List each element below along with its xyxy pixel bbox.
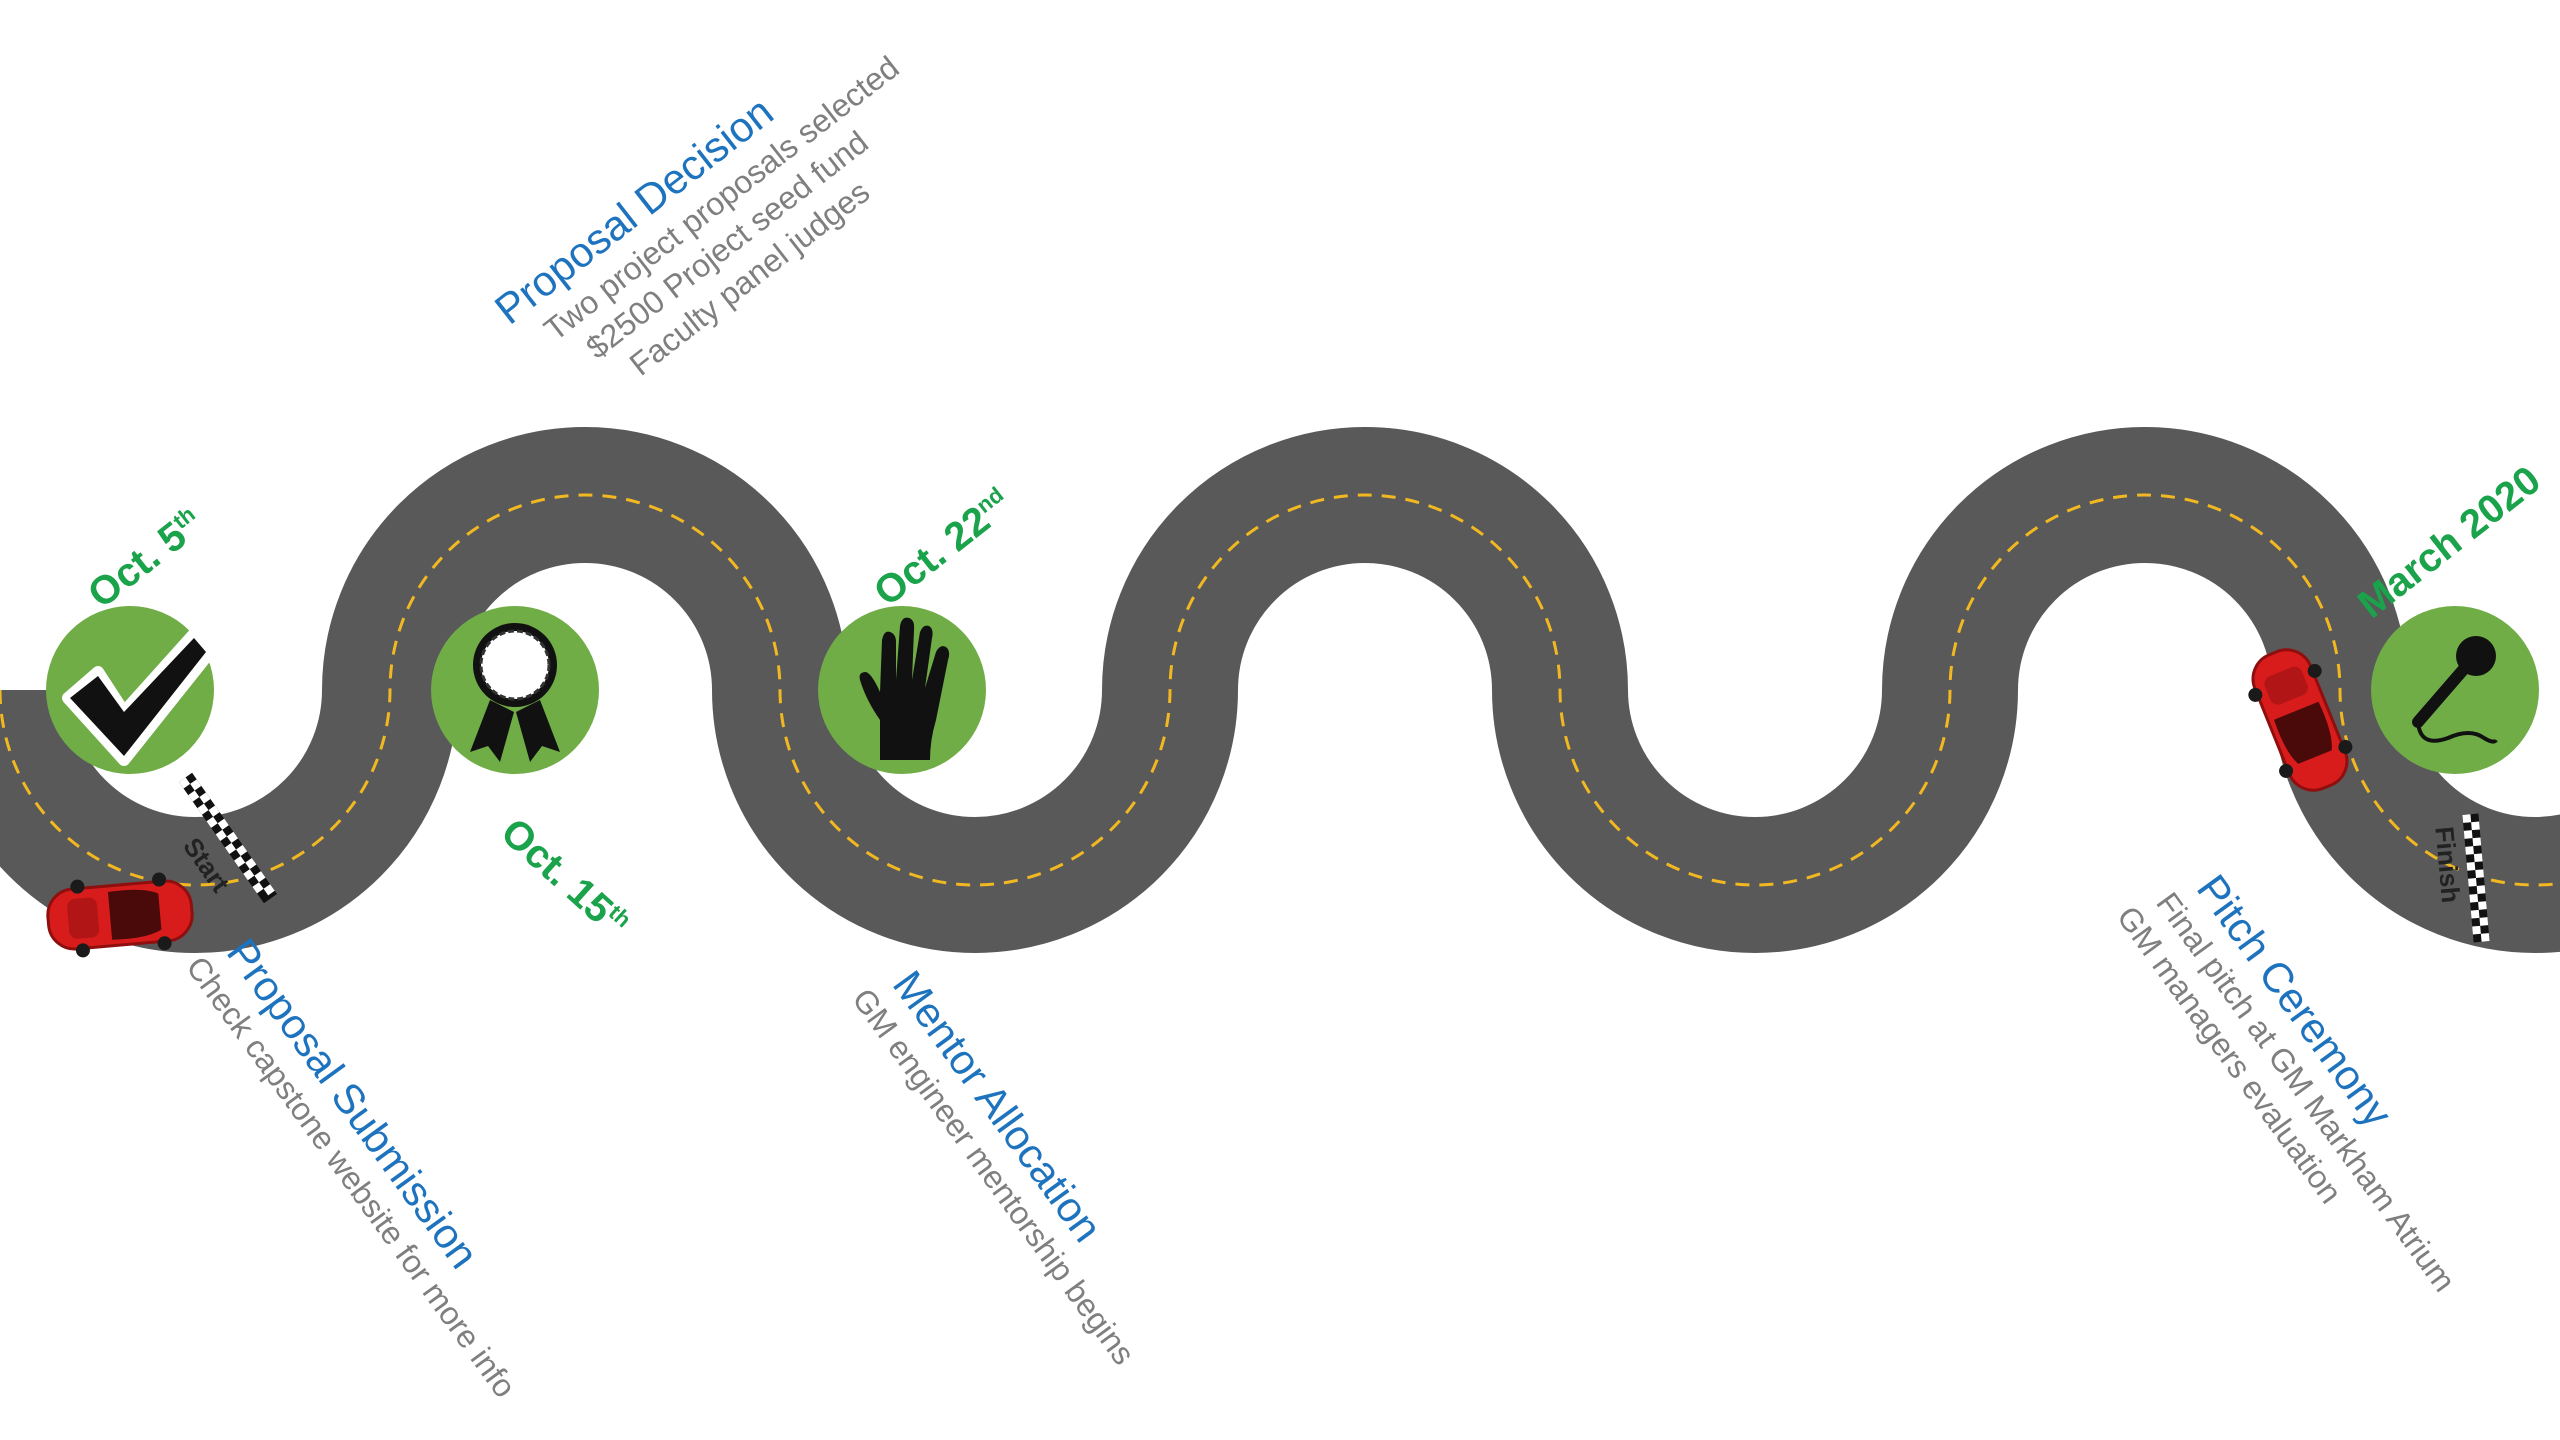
milestone-oct5-badge: [46, 606, 214, 774]
milestone-oct22-badge: [818, 606, 986, 774]
road: [0, 495, 2560, 885]
milestone-march2020-badge: [2371, 606, 2539, 774]
milestone-oct15-badge: [431, 606, 599, 774]
